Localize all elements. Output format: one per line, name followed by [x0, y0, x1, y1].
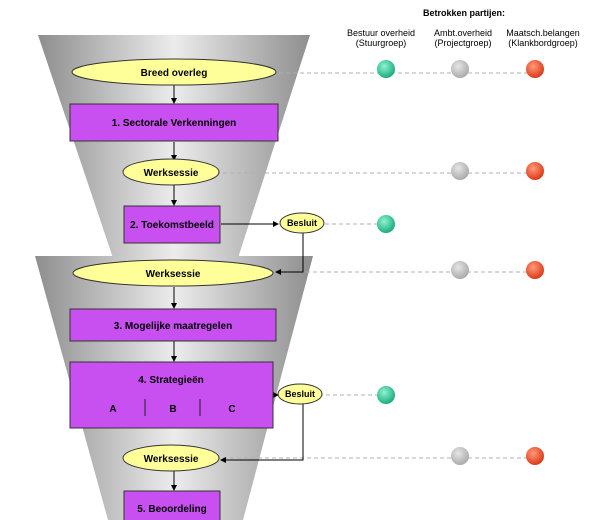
party-projectgroep-group: (Projectgroep) [434, 38, 491, 48]
party-stuurgroep-name: Bestuur overheid [347, 28, 415, 38]
werksessie-3-ellipse [122, 444, 220, 472]
werksessie-1-label: Werksessie [144, 168, 199, 179]
besluit-1-label: Besluit [287, 218, 317, 228]
party-projectgroep-name: Ambt.overheid [434, 28, 492, 38]
klankbordgroep-dot-werksessie-1 [526, 162, 544, 180]
werksessie-2-label: Werksessie [146, 269, 201, 280]
mogelijke-maatregelen-box [69, 308, 277, 342]
stuurgroep-dot-besluit-1 [377, 215, 395, 233]
werksessie-3-label: Werksessie [144, 454, 199, 465]
breed-overleg-label: Breed overleg [141, 68, 208, 79]
klankbordgroep-dot-werksessie-2 [526, 261, 544, 279]
strategieen-label: 4. Strategieën [138, 375, 204, 386]
toekomstbeeld-box [123, 205, 221, 244]
projectgroep-dot-werksessie-1 [451, 162, 469, 180]
werksessie-2-ellipse [72, 259, 274, 287]
besluit-1-ellipse [279, 212, 325, 234]
projectgroep-dot-werksessie-3 [451, 447, 469, 465]
klankbordgroep-dot-breed-overleg [526, 60, 544, 78]
besluit-2-label: Besluit [285, 389, 315, 399]
flow-arrows [171, 85, 304, 491]
parties-title: Betrokken partijen: [423, 8, 505, 18]
strategieen-box [69, 361, 274, 429]
sectorale-verkenningen-label: 1. Sectorale Verkenningen [112, 118, 237, 129]
werksessie-1-ellipse [122, 158, 220, 186]
klankbordgroep-dot-werksessie-3 [526, 447, 544, 465]
participation-lines [216, 72, 535, 459]
toekomstbeeld-label: 2. Toekomstbeeld [130, 220, 214, 231]
party-stuurgroep-group: (Stuurgroep) [356, 38, 407, 48]
mogelijke-maatregelen-label: 3. Mogelijke maatregelen [114, 321, 232, 332]
besluit-2-ellipse [277, 383, 323, 405]
party-klankbordgroep-name: Maatsch.belangen [506, 28, 580, 38]
sectorale-verkenningen-box [69, 103, 279, 142]
breed-overleg-ellipse [71, 58, 277, 86]
party-klankbordgroep-group: (Klankbordgroep) [508, 38, 578, 48]
stuurgroep-dot-breed-overleg [377, 60, 395, 78]
strategy-b-label: B [169, 404, 176, 415]
projectgroep-dot-breed-overleg [451, 60, 469, 78]
beoordeling-label: 5. Beoordeling [137, 504, 206, 515]
strategy-c-label: C [228, 404, 235, 415]
strategy-a-label: A [109, 404, 116, 415]
stuurgroep-dot-besluit-2 [377, 386, 395, 404]
projectgroep-dot-werksessie-2 [451, 261, 469, 279]
beoordeling-box [123, 490, 221, 520]
